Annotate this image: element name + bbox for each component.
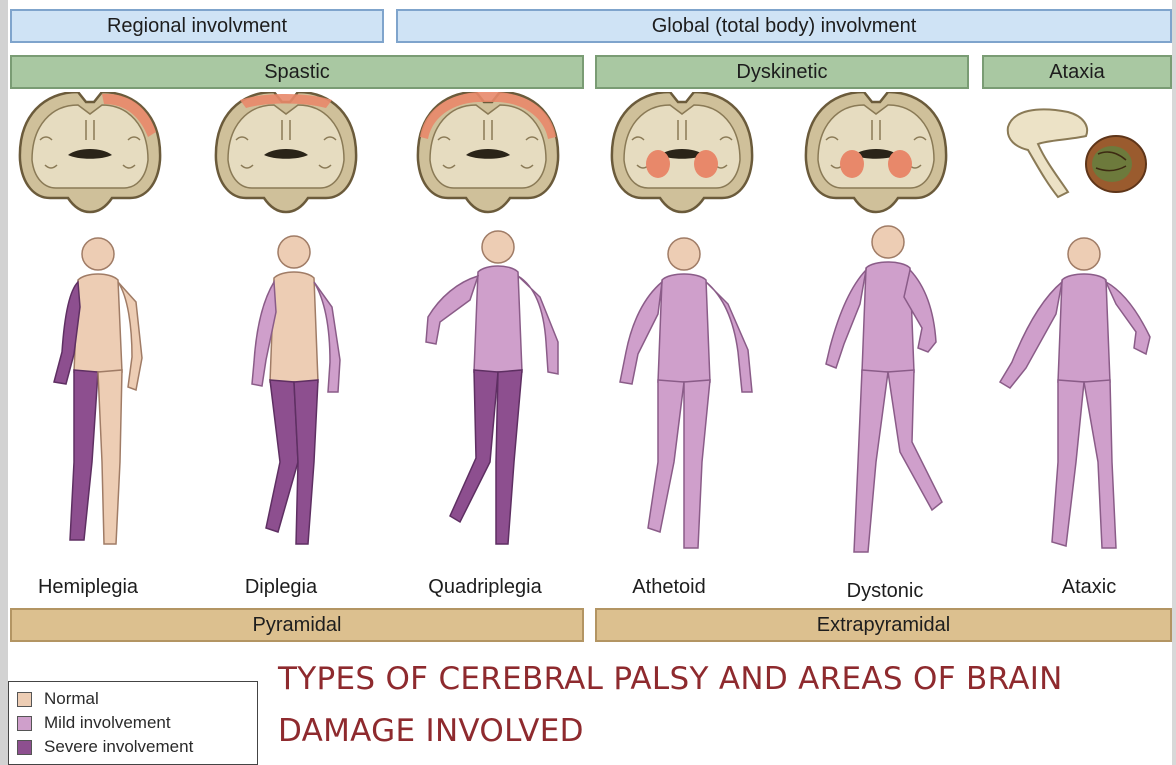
left-frame-border bbox=[0, 0, 8, 765]
global-involvement-label: Global (total body) involvment bbox=[652, 15, 917, 38]
title-line-1: TYPES OF CEREBRAL PALSY AND AREAS OF BRA… bbox=[278, 661, 1063, 697]
athetoid-label: Athetoid bbox=[584, 576, 754, 599]
brain-and-body-illustrations bbox=[8, 92, 1172, 572]
global-involvement-header: Global (total body) involvment bbox=[396, 9, 1172, 43]
hemiplegia-brain-icon bbox=[20, 92, 160, 212]
legend-item-mild: Mild involvement bbox=[17, 713, 171, 733]
regional-involvement-header: Regional involvment bbox=[10, 9, 384, 43]
legend-item-normal: Normal bbox=[17, 689, 99, 709]
regional-involvement-label: Regional involvment bbox=[107, 15, 287, 38]
legend-mild-label: Mild involvement bbox=[44, 713, 171, 733]
hemiplegia-label: Hemiplegia bbox=[3, 576, 173, 599]
athetoid-body-figure bbox=[620, 238, 752, 548]
dystonic-body-figure bbox=[826, 226, 942, 552]
extrapyramidal-tract-bar: Extrapyramidal bbox=[595, 608, 1172, 642]
pyramidal-label: Pyramidal bbox=[253, 614, 342, 637]
title-line-2: DAMAGE INVOLVED bbox=[278, 713, 584, 749]
diplegia-brain-icon bbox=[216, 92, 356, 212]
legend-item-severe: Severe involvement bbox=[17, 737, 193, 757]
dyskinetic-category-bar: Dyskinetic bbox=[595, 55, 969, 89]
ataxic-body-figure bbox=[1000, 238, 1150, 548]
spastic-category-bar: Spastic bbox=[10, 55, 584, 89]
dyskinetic-label: Dyskinetic bbox=[736, 61, 827, 84]
normal-swatch bbox=[17, 692, 32, 707]
ataxia-label: Ataxia bbox=[1049, 61, 1105, 84]
dystonic-brain-icon bbox=[806, 92, 946, 212]
dystonic-label: Dystonic bbox=[800, 580, 970, 603]
athetoid-brain-icon bbox=[612, 92, 752, 212]
mild-swatch bbox=[17, 716, 32, 731]
pyramidal-tract-bar: Pyramidal bbox=[10, 608, 584, 642]
diplegia-label: Diplegia bbox=[196, 576, 366, 599]
legend: Normal Mild involvement Severe involveme… bbox=[8, 681, 258, 765]
quadriplegia-label: Quadriplegia bbox=[400, 576, 570, 599]
ataxic-cerebellum-icon bbox=[1008, 109, 1146, 197]
spastic-label: Spastic bbox=[264, 61, 330, 84]
ataxia-category-bar: Ataxia bbox=[982, 55, 1172, 89]
quadriplegia-brain-icon bbox=[418, 92, 558, 212]
severe-swatch bbox=[17, 740, 32, 755]
extrapyramidal-label: Extrapyramidal bbox=[817, 614, 950, 637]
hemiplegia-body-figure bbox=[54, 238, 142, 544]
diplegia-body-figure bbox=[252, 236, 340, 544]
quadriplegia-body-figure bbox=[426, 231, 558, 544]
legend-severe-label: Severe involvement bbox=[44, 737, 193, 757]
right-frame-border bbox=[1172, 0, 1176, 765]
ataxic-label: Ataxic bbox=[1004, 576, 1174, 599]
legend-normal-label: Normal bbox=[44, 689, 99, 709]
